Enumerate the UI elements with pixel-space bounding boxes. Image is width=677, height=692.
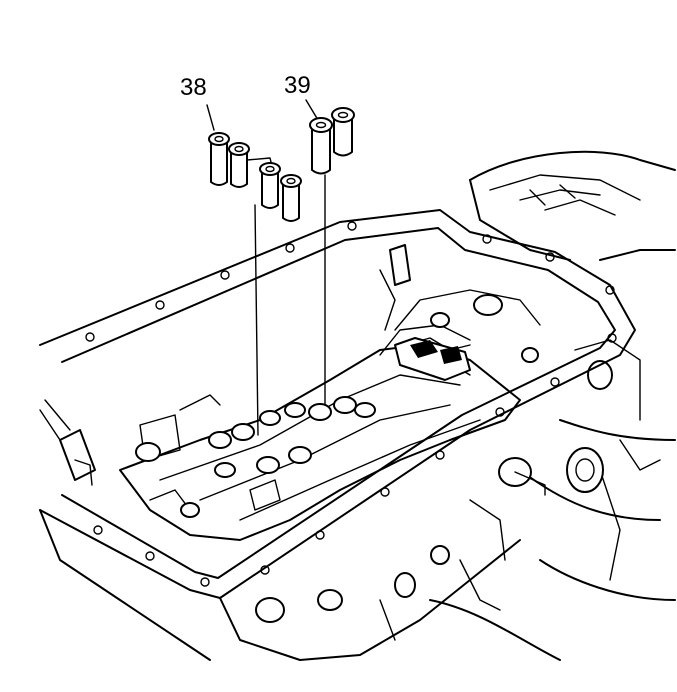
callout-39: 39 [284,72,311,99]
flange-bolt-holes [85,221,617,587]
callout-38: 38 [180,74,207,101]
lower-case [39,499,521,661]
pan-flange [39,209,636,599]
part-39-solenoid-set [309,107,355,175]
wiring-connector [39,399,96,486]
part-38-solenoid-set [208,132,302,222]
valve-body [119,244,541,541]
leader-lines [206,99,326,436]
